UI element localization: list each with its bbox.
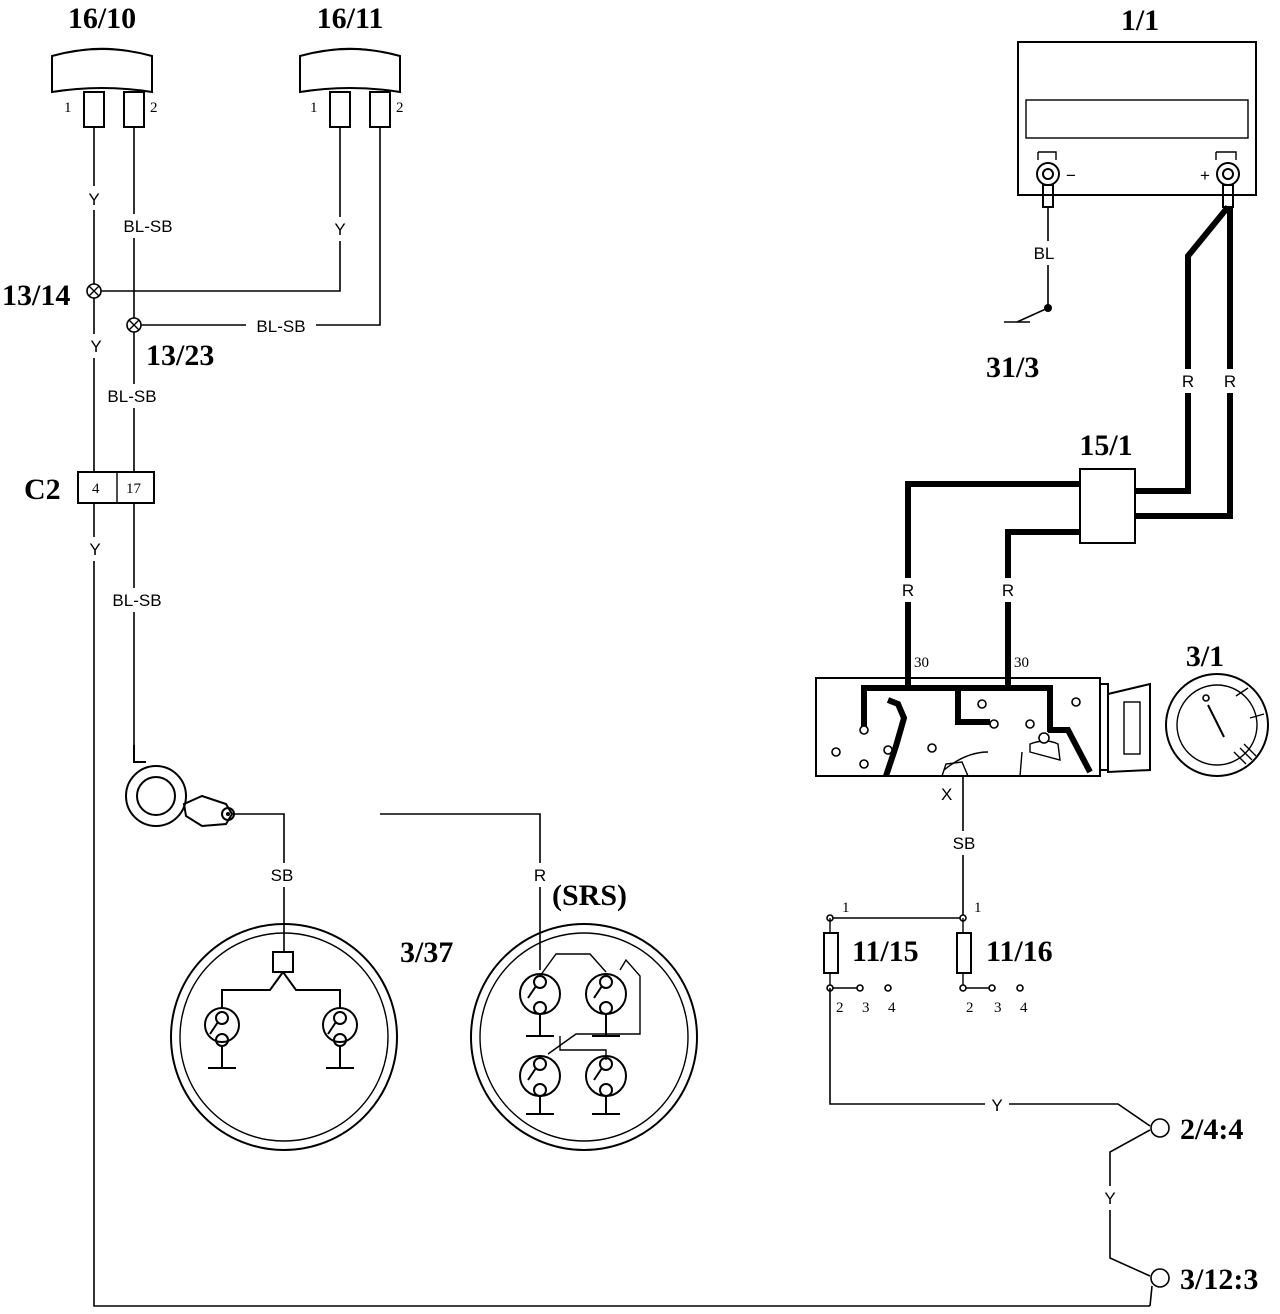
battery-minus: − [1066,166,1076,185]
ignition-lock-3-1 [1165,673,1269,777]
wire-label-y-3: Y [90,337,101,356]
label-2-4-4: 2/4:4 [1180,1113,1243,1146]
wire-label-sb-x: SB [953,834,976,853]
wire-label-r-1: R [1182,372,1194,391]
pin-30-a: 30 [914,655,929,671]
wire-r-battery-1 [1135,205,1231,494]
label-15-1: 15/1 [1079,429,1132,462]
terminal-3-12-3 [1150,1268,1170,1288]
terminal-2-4-4 [1150,1118,1170,1138]
wire-r-30-a [905,481,1080,686]
splice-13-14 [86,283,102,299]
pin-11-16-3: 3 [994,1000,1002,1016]
pin-16-10-1: 1 [64,100,72,116]
srs-unit [470,923,698,1151]
label-16-10: 16/10 [68,2,136,35]
wire-r-srs [380,813,541,970]
label-13-14: 13/14 [2,279,70,312]
wire-label-bl-sb-2: BL-SB [256,317,305,336]
connector-c2 [77,471,155,504]
wire-label-y-5: Y [991,1096,1002,1115]
wire-label-bl: BL [1034,244,1055,263]
wire-label-r-3: R [902,581,914,600]
label-3-12-3: 3/12:3 [1180,1263,1258,1296]
wire-label-y-4: Y [89,540,100,559]
label-srs: (SRS) [552,879,627,912]
ignition-switch [815,677,1151,777]
label-c2: C2 [24,473,61,506]
horn-3-37 [170,923,398,1151]
horn-contact-ring [125,745,235,828]
wire-bl-sb-16-11 [134,127,381,326]
wire-r-30-b [1005,529,1080,686]
relay-11-16 [956,914,1024,992]
wire-label-y-6: Y [1104,1189,1115,1208]
pin-30-b: 30 [1014,655,1029,671]
pin-11-15-4: 4 [888,1000,896,1016]
fusebox-15-1 [1079,468,1136,544]
wire-label-y-1: Y [88,190,99,209]
battery-plus: + [1200,166,1210,185]
wire-y-main [93,127,1150,1307]
pin-16-11-2: 2 [396,100,404,116]
wire-label-r-srs: R [534,866,546,885]
pin-c2-4: 4 [92,481,100,497]
wire-label-bl-sb-3: BL-SB [107,387,156,406]
label-3-1: 3/1 [1186,640,1224,673]
battery-1-1 [1017,41,1257,208]
pin-11-15-3: 3 [862,1000,870,1016]
pin-c2-17: 17 [126,481,142,497]
label-13-23: 13/23 [146,339,214,372]
label-11-15: 11/15 [852,935,919,968]
label-31-3: 31/3 [986,351,1039,384]
pin-11-16-1: 1 [974,900,982,916]
wire-y-relay [829,988,1151,1127]
wire-y-16-11 [94,127,341,292]
relay-11-15 [823,914,892,992]
wire-r-battery-2 [1135,207,1233,519]
pin-16-11-1: 1 [310,100,318,116]
pin-x: X [941,785,952,804]
wire-label-sb-horn: SB [271,866,294,885]
pin-11-16-4: 4 [1020,1000,1028,1016]
wire-label-r-4: R [1002,581,1014,600]
wire-sb-horn [234,813,285,952]
label-3-37: 3/37 [400,936,453,969]
label-1-1: 1/1 [1121,4,1159,37]
pin-11-15-1: 1 [842,900,850,916]
wire-label-y-2: Y [334,220,345,239]
wire-label-bl-sb-4: BL-SB [112,591,161,610]
pin-11-15-2: 2 [836,1000,844,1016]
label-11-16: 11/16 [986,935,1053,968]
wire-y-bottom-link [1149,1285,1153,1307]
label-16-11: 16/11 [317,2,384,35]
splice-13-23 [126,317,142,333]
pin-11-16-2: 2 [966,1000,974,1016]
pin-16-10-2: 2 [150,100,158,116]
wire-label-r-2: R [1224,372,1236,391]
wire-label-bl-sb-1: BL-SB [123,217,172,236]
